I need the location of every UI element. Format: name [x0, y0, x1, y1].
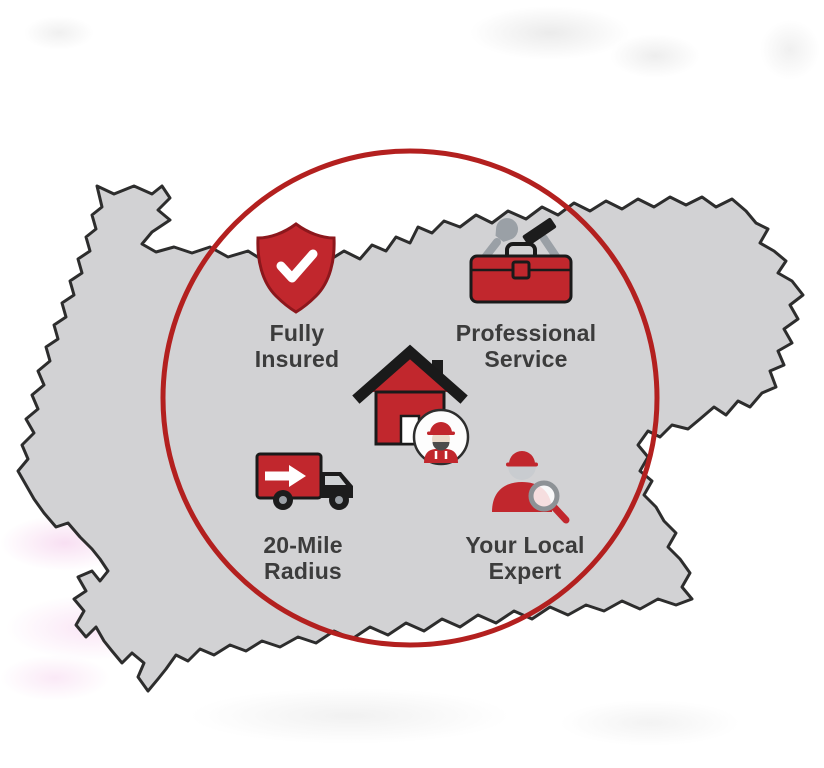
truck-wheel-hub [279, 496, 287, 504]
feature-label-20-mile-radius: 20-Mile Radius [203, 532, 403, 584]
expert-cap-brim [506, 462, 538, 467]
feature-label-fully-insured: Fully Insured [197, 320, 397, 372]
gable [370, 358, 450, 392]
roof [352, 344, 468, 404]
label-line: Expert [488, 558, 562, 585]
truck-wheel-hub [335, 496, 343, 504]
truck-arrow-shaft [265, 471, 289, 481]
toolbox-latch [511, 260, 531, 280]
label-line: Insured [254, 346, 340, 373]
label-line: Professional [455, 320, 597, 346]
check-mark [276, 249, 318, 283]
worker-cap [430, 422, 452, 433]
label-line: Service [484, 346, 568, 373]
worker-torso [424, 449, 458, 463]
magnifier-icon [528, 480, 570, 524]
toolbox-handle [505, 242, 537, 256]
magnifier-handle [549, 502, 570, 524]
worker-beard [432, 442, 450, 451]
feature-label-your-local-expert: Your Local Expert [425, 532, 625, 584]
worker-badge [412, 408, 470, 466]
label-line: Fully [269, 320, 325, 346]
toolbox-icon [469, 218, 573, 304]
magnifier-glass [528, 480, 560, 512]
label-line: Radius [264, 558, 342, 585]
expert-cap [509, 451, 535, 464]
worker-cap-brim [427, 431, 455, 435]
local-expert-icon [492, 451, 570, 524]
shield-check-icon [256, 222, 336, 314]
delivery-truck-icon [255, 452, 353, 510]
house-with-worker-icon [352, 344, 470, 466]
label-line: 20-Mile [263, 532, 343, 558]
label-line: Your Local [465, 532, 585, 558]
truck-window [325, 476, 346, 485]
radius-circle [160, 148, 660, 648]
truck-arrow-head [289, 465, 306, 487]
feature-label-professional-service: Professional Service [421, 320, 631, 372]
